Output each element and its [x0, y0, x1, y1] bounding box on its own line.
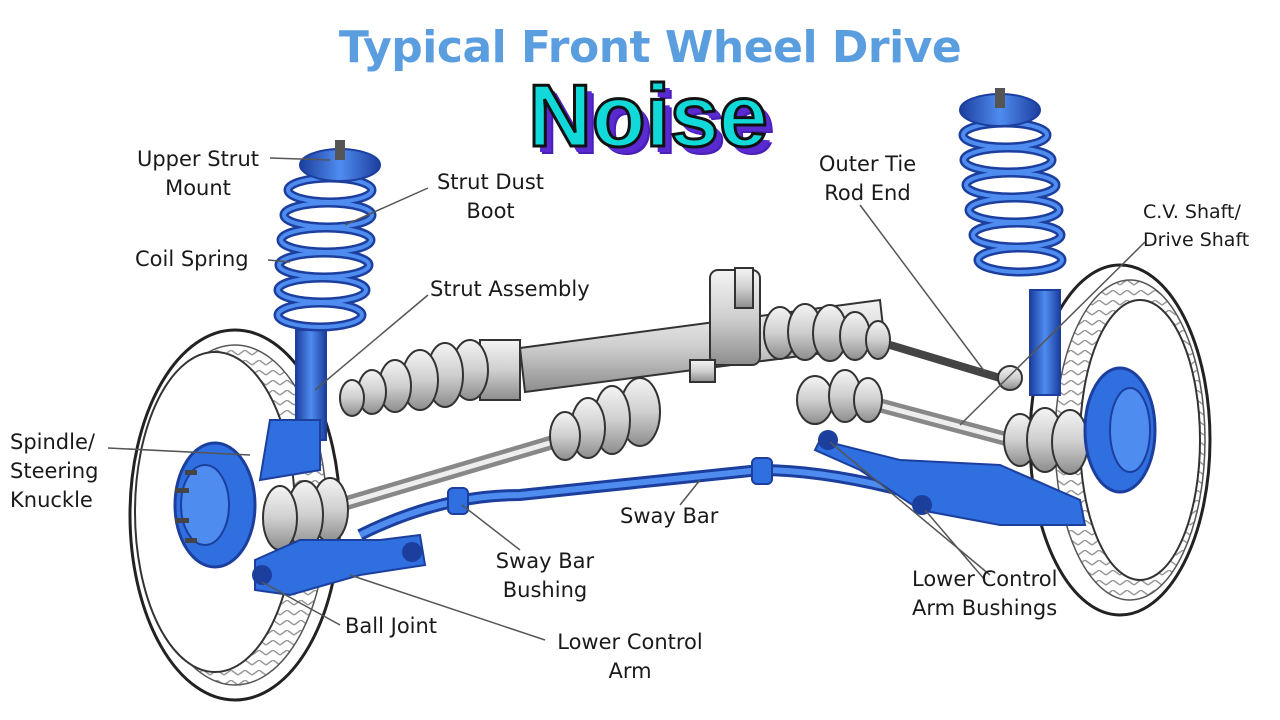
noise-overlay-text: Noise: [527, 66, 770, 165]
label-coil-spring: Coil Spring: [135, 247, 249, 271]
right-hub: [1083, 366, 1157, 494]
label-strut-assembly: Strut Assembly: [430, 277, 590, 301]
right-drive-shaft: [796, 369, 1089, 475]
left-drive-shaft: [262, 377, 661, 551]
steering-rack: [339, 267, 1023, 417]
left-lower-control-arm: [252, 533, 427, 597]
label-ball-joint: Ball Joint: [345, 614, 438, 638]
left-strut: [258, 140, 381, 482]
left-hub: [173, 441, 257, 569]
leader-lines: [107, 157, 1146, 641]
label-cv-shaft-drive-shaft: C.V. Shaft/Drive Shaft: [1143, 201, 1250, 251]
sway-bar: [357, 457, 902, 541]
right-strut: [958, 88, 1067, 396]
label-sway-bar: Sway Bar: [620, 504, 719, 528]
right-lower-control-arm: [813, 430, 1087, 526]
diagram-title: Typical Front Wheel Drive: [338, 22, 962, 73]
